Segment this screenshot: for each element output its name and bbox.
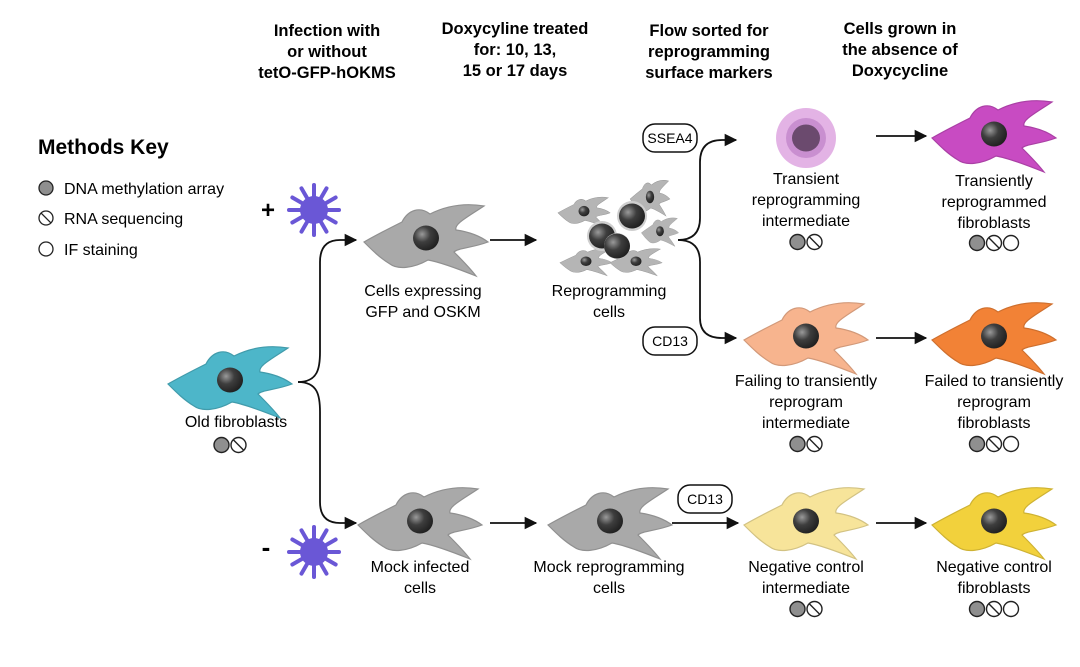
label-negative-fibroblasts: Negative control fibroblasts bbox=[936, 559, 1052, 597]
svg-text:CD13: CD13 bbox=[652, 333, 688, 349]
header-doxycycline: Doxycyline treated for: 10, 13, 15 or 17… bbox=[442, 20, 589, 80]
key-item-if: IF staining bbox=[64, 242, 138, 259]
label-failed-fibroblasts: Failed to transiently reprogram fibrobla… bbox=[925, 373, 1064, 432]
svg-text:cells: cells bbox=[404, 580, 436, 597]
cell-transient-intermediate bbox=[776, 108, 836, 168]
key-item-rna: RNA sequencing bbox=[64, 211, 183, 228]
arrow-to-ssea4 bbox=[677, 133, 738, 241]
cell-failed-fibroblasts bbox=[931, 302, 1058, 376]
header-infection: Infection with or without tetO-GFP-hOKMS bbox=[258, 22, 396, 82]
svg-text:Old fibroblasts: Old fibroblasts bbox=[185, 414, 287, 431]
svg-text:the absence of: the absence of bbox=[842, 41, 958, 59]
svg-text:reprogram: reprogram bbox=[769, 394, 843, 411]
cell-old-fibroblasts bbox=[167, 346, 294, 420]
svg-text:reprogram: reprogram bbox=[957, 394, 1031, 411]
label-reprogramming-cells: Reprogramming cells bbox=[552, 283, 667, 321]
cell-failing-intermediate bbox=[743, 302, 870, 376]
cell-reprogramming-cells bbox=[557, 180, 679, 277]
svg-text:cells: cells bbox=[593, 304, 625, 321]
label-cells-expressing: Cells expressing GFP and OSKM bbox=[364, 283, 481, 321]
plus-sign: + bbox=[261, 197, 275, 224]
svg-text:cells: cells bbox=[593, 580, 625, 597]
svg-text:Transiently: Transiently bbox=[955, 173, 1033, 190]
svg-text:Mock reprogramming: Mock reprogramming bbox=[533, 559, 684, 576]
svg-text:15 or 17 days: 15 or 17 days bbox=[463, 62, 568, 80]
cell-negative-intermediate bbox=[743, 487, 870, 561]
svg-text:Failed to transiently: Failed to transiently bbox=[925, 373, 1064, 390]
label-transiently-reprogrammed: Transiently reprogrammed fibroblasts bbox=[942, 173, 1047, 232]
svg-text:Infection with: Infection with bbox=[274, 22, 380, 40]
svg-text:fibroblasts: fibroblasts bbox=[958, 215, 1031, 232]
methods-transiently-reprogrammed bbox=[968, 234, 1020, 252]
label-transient-intermediate: Transient reprogramming intermediate bbox=[752, 171, 860, 230]
label-failing-intermediate: Failing to transiently reprogram interme… bbox=[735, 373, 877, 432]
marker-ssea4: SSEA4 bbox=[642, 123, 698, 153]
svg-text:Doxycycline: Doxycycline bbox=[852, 62, 948, 80]
label-negative-intermediate: Negative control intermediate bbox=[748, 559, 864, 597]
svg-text:surface markers: surface markers bbox=[645, 64, 773, 82]
arrow-to-cd13-upper bbox=[677, 239, 738, 345]
marker-cd13-upper: CD13 bbox=[642, 326, 698, 356]
cell-mock-infected bbox=[357, 487, 484, 561]
methods-key-title: Methods Key bbox=[38, 136, 169, 159]
svg-text:Doxycyline treated: Doxycyline treated bbox=[442, 20, 589, 38]
cell-mock-reprogramming bbox=[547, 487, 674, 561]
cell-transiently-reprogrammed bbox=[931, 100, 1058, 174]
label-mock-infected: Mock infected cells bbox=[371, 559, 470, 597]
svg-text:or without: or without bbox=[287, 43, 367, 61]
svg-text:GFP and OSKM: GFP and OSKM bbox=[365, 304, 480, 321]
methods-failing-intermediate bbox=[789, 435, 823, 453]
svg-text:SSEA4: SSEA4 bbox=[647, 130, 692, 146]
header-flow-sort: Flow sorted for reprogramming surface ma… bbox=[645, 22, 773, 82]
svg-text:Flow sorted for: Flow sorted for bbox=[649, 22, 769, 40]
svg-text:Cells expressing: Cells expressing bbox=[364, 283, 481, 300]
svg-text:Negative control: Negative control bbox=[936, 559, 1052, 576]
svg-text:reprogramming: reprogramming bbox=[648, 43, 770, 61]
arrow-to-mock-infected bbox=[297, 381, 358, 530]
filled-circle-icon bbox=[38, 180, 54, 196]
svg-text:fibroblasts: fibroblasts bbox=[958, 415, 1031, 432]
slashed-circle-icon bbox=[38, 210, 54, 226]
methods-key: Methods Key DNA methylation array RNA se… bbox=[38, 136, 224, 259]
svg-text:for: 10, 13,: for: 10, 13, bbox=[474, 41, 557, 59]
virus-icon bbox=[287, 525, 341, 579]
label-old-fibroblasts: Old fibroblasts bbox=[185, 414, 287, 431]
connectors bbox=[297, 129, 928, 530]
methods-negative-fibroblasts bbox=[968, 600, 1020, 618]
svg-text:reprogramming: reprogramming bbox=[752, 192, 860, 209]
key-item-dna: DNA methylation array bbox=[64, 181, 224, 198]
open-circle-icon bbox=[38, 241, 54, 257]
cell-negative-fibroblasts bbox=[931, 487, 1058, 561]
cell-cells-expressing bbox=[363, 204, 490, 278]
svg-text:intermediate: intermediate bbox=[762, 415, 850, 432]
virus-icon bbox=[287, 183, 341, 237]
svg-text:Cells grown in: Cells grown in bbox=[844, 20, 957, 38]
header-grown: Cells grown in the absence of Doxycyclin… bbox=[842, 20, 958, 80]
svg-text:Transient: Transient bbox=[773, 171, 840, 188]
label-mock-reprogramming: Mock reprogramming cells bbox=[533, 559, 684, 597]
svg-text:fibroblasts: fibroblasts bbox=[958, 580, 1031, 597]
svg-text:intermediate: intermediate bbox=[762, 580, 850, 597]
svg-text:Reprogramming: Reprogramming bbox=[552, 283, 667, 300]
methods-negative-intermediate bbox=[789, 600, 823, 618]
svg-text:CD13: CD13 bbox=[687, 491, 723, 507]
methods-failed-fibroblasts bbox=[968, 435, 1020, 453]
svg-text:tetO-GFP-hOKMS: tetO-GFP-hOKMS bbox=[258, 64, 396, 82]
arrow-to-cells-expressing bbox=[297, 233, 358, 383]
methods-transient-intermediate bbox=[789, 233, 823, 251]
svg-text:intermediate: intermediate bbox=[762, 213, 850, 230]
svg-text:reprogrammed: reprogrammed bbox=[942, 194, 1047, 211]
svg-text:Mock infected: Mock infected bbox=[371, 559, 470, 576]
minus-sign: - bbox=[262, 532, 271, 562]
marker-cd13-lower: CD13 bbox=[677, 484, 733, 514]
svg-text:Failing to transiently: Failing to transiently bbox=[735, 373, 877, 390]
svg-text:Negative control: Negative control bbox=[748, 559, 864, 576]
methods-old-fibroblasts bbox=[213, 436, 247, 454]
